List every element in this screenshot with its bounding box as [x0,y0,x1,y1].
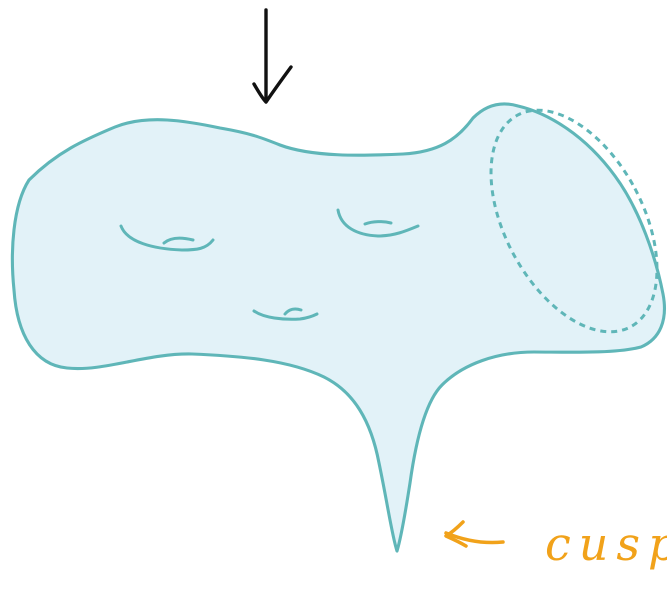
surface-body [12,104,664,551]
left-arrow-icon [446,522,503,546]
cusp-label: cusp [545,517,667,571]
down-arrow-icon [254,10,291,102]
